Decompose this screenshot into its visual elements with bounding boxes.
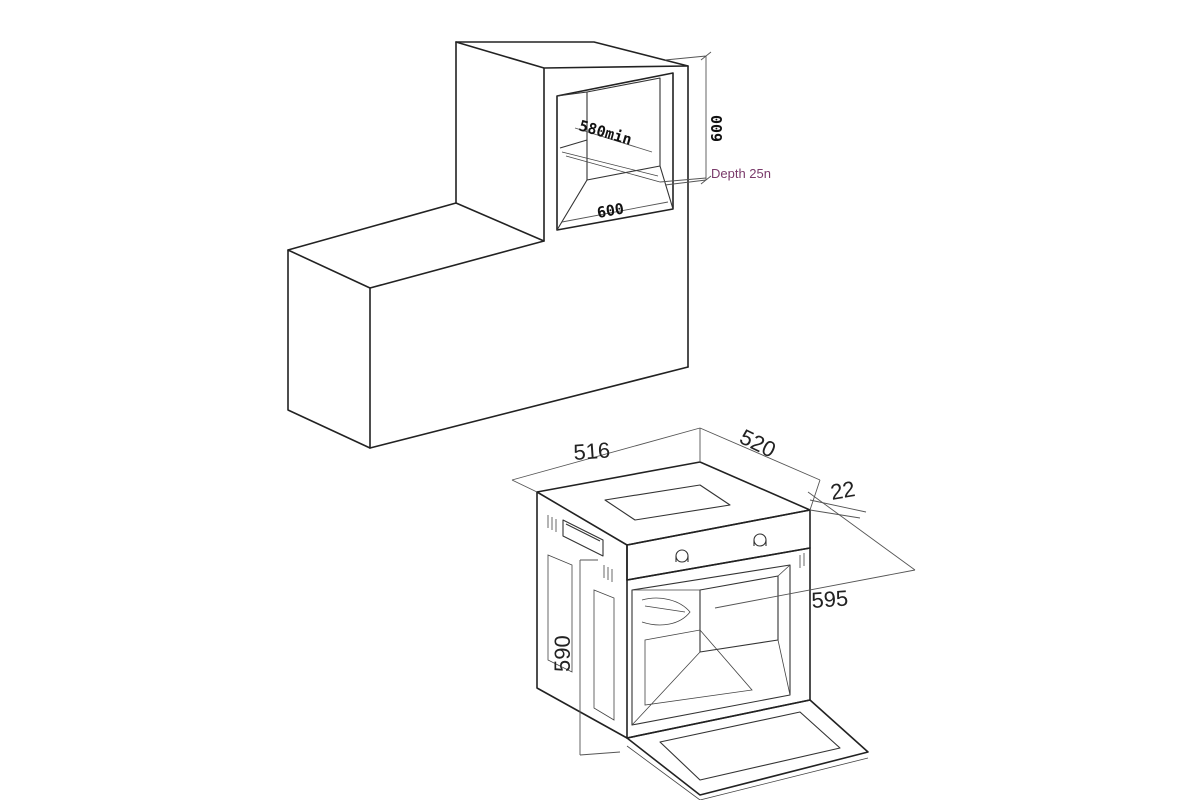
niche-width-dim-line bbox=[561, 201, 669, 223]
control-panel bbox=[626, 509, 811, 581]
grill-element bbox=[641, 597, 691, 626]
oven-door-edge bbox=[626, 745, 869, 800]
door-dim-line bbox=[809, 499, 867, 519]
niche-height-dim-line bbox=[664, 51, 712, 186]
oven-door-outer bbox=[626, 699, 869, 796]
depth-label: 595 bbox=[811, 585, 849, 613]
top-depth-label: 520 bbox=[736, 424, 780, 463]
min-depth-dim-line bbox=[574, 127, 653, 153]
oven-cavity-opening bbox=[631, 564, 791, 726]
depth-pointer-line bbox=[659, 177, 707, 183]
top-width-label: 516 bbox=[573, 437, 611, 465]
cabinet-drawing: 580min 600 600 Depth 25n bbox=[287, 41, 771, 449]
side-panel-cutout bbox=[547, 554, 615, 721]
cabinet-tall-column bbox=[455, 41, 689, 368]
height-label: 590 bbox=[550, 635, 575, 672]
knob-right bbox=[753, 533, 767, 547]
niche-floor bbox=[561, 151, 661, 183]
top-depth-dim-line bbox=[699, 427, 821, 511]
oven-cavity-back bbox=[699, 575, 779, 653]
niche-width-label: 600 bbox=[596, 200, 626, 222]
side-vent bbox=[562, 519, 604, 557]
door-depth-label: 22 bbox=[829, 476, 857, 505]
depth-dim-line bbox=[714, 491, 916, 609]
cabinet-base-front bbox=[287, 249, 371, 449]
side-slots bbox=[547, 515, 805, 582]
height-dim-line bbox=[579, 559, 621, 756]
oven-drawing: 516 520 22 595 590 bbox=[511, 424, 916, 800]
depth-note-label: Depth 25n bbox=[711, 166, 771, 181]
oven-door-glass bbox=[659, 711, 841, 781]
cabinet-base-side bbox=[369, 366, 689, 449]
niche-height-label: 600 bbox=[708, 115, 726, 142]
oven-top bbox=[536, 461, 811, 546]
knob-left bbox=[675, 549, 689, 563]
cabinet-tall-edge bbox=[455, 41, 689, 242]
cabinet-base-top bbox=[287, 202, 545, 289]
oven-top-vent bbox=[604, 484, 731, 521]
oven-cavity-edges bbox=[631, 564, 791, 726]
top-width-dim-line bbox=[511, 427, 701, 493]
niche-depth-lines bbox=[556, 91, 674, 231]
min-depth-label: 580min bbox=[577, 117, 634, 149]
